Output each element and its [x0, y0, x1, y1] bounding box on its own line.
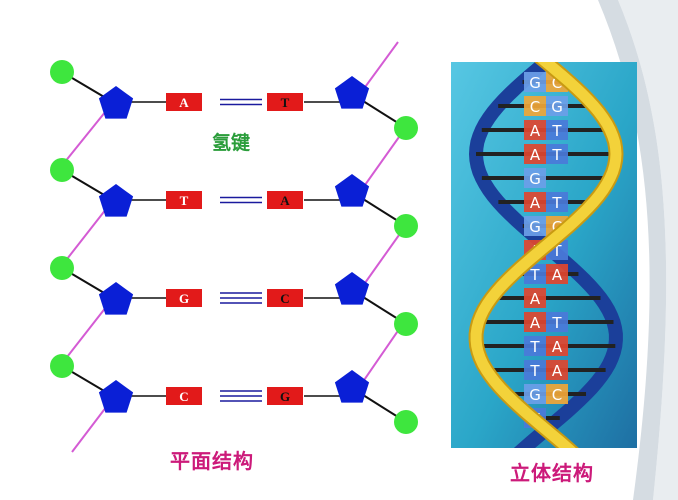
helix-base-letter: G	[551, 98, 563, 116]
base-right-box	[267, 289, 303, 307]
left-backbone-strand	[71, 401, 111, 453]
phosphate-right	[394, 410, 418, 434]
helix-base-letter: T	[551, 194, 562, 212]
base-right-box	[267, 387, 303, 405]
left-backbone-strand	[59, 105, 111, 169]
helix-base-block	[524, 192, 546, 212]
helix-base-letter: A	[530, 314, 541, 332]
helix-base-block	[546, 192, 568, 212]
phosphate-left	[50, 158, 74, 182]
helix-base-letter: C	[552, 386, 562, 404]
helix-base-letter: T	[551, 314, 562, 332]
helix-base-block	[546, 144, 568, 164]
helix-base-letter: T	[529, 338, 540, 356]
left-backbone-strand	[59, 301, 111, 367]
helix-base-block	[546, 312, 568, 332]
helix-base-letter: G	[529, 74, 541, 92]
helix-base-letter: G	[529, 386, 541, 404]
helix-base-block	[524, 168, 546, 188]
right-backbone-strand	[359, 321, 405, 387]
helix-base-block	[524, 288, 546, 308]
phosphate-right	[394, 312, 418, 336]
helix-base-letter: T	[551, 122, 562, 140]
base-left-box	[166, 93, 202, 111]
helix-base-block	[524, 384, 546, 404]
helix-base-letter: A	[552, 266, 563, 284]
base-right-letter: T	[281, 95, 290, 110]
deoxyribose-left	[98, 380, 134, 413]
deoxyribose-right	[334, 174, 370, 207]
base-right-box	[267, 93, 303, 111]
deoxyribose-right	[334, 76, 370, 109]
helix-base-block	[546, 120, 568, 140]
base-right-box	[267, 191, 303, 209]
helix-base-block	[524, 120, 546, 140]
hydrogen-bond-label: 氢键	[212, 132, 251, 154]
helix-base-letter: C	[530, 98, 540, 116]
helix-base-block	[524, 336, 546, 356]
base-left-letter: C	[179, 389, 188, 404]
phosphate-left	[50, 354, 74, 378]
helix-base-block	[524, 312, 546, 332]
deoxyribose-left	[98, 184, 134, 217]
flat-dna-diagram: A T T A G C C G	[50, 41, 418, 453]
base-left-letter: G	[179, 291, 189, 306]
helix-base-block	[524, 72, 546, 92]
helix-base-letter: A	[530, 122, 541, 140]
helix-base-letter: A	[530, 146, 541, 164]
deoxyribose-right	[334, 370, 370, 403]
helix-base-block	[524, 216, 546, 236]
helix-base-block	[546, 264, 568, 284]
helix-base-block	[546, 360, 568, 380]
helix-base-letter: C	[552, 74, 562, 92]
helix-base-block	[524, 144, 546, 164]
corner-decoration	[598, 0, 678, 500]
right-backbone-strand	[359, 227, 405, 291]
helix-base-block	[546, 336, 568, 356]
base-left-box	[166, 387, 202, 405]
base-right-letter: G	[280, 389, 290, 404]
helix-base-block	[524, 96, 546, 116]
helix-base-letter: A	[552, 338, 563, 356]
right-backbone-strand	[359, 129, 405, 193]
base-left-letter: A	[179, 95, 189, 110]
phosphate-left	[50, 256, 74, 280]
base-right-letter: C	[280, 291, 289, 306]
helix-base-letter: A	[552, 362, 563, 380]
phosphate-left	[50, 60, 74, 84]
helix-base-letter: G	[529, 218, 541, 236]
left-backbone-strand	[59, 203, 111, 269]
helix-base-letter: T	[529, 362, 540, 380]
planar-structure-label: 平面结构	[170, 449, 254, 473]
helix-base-block	[546, 384, 568, 404]
right-backbone-strand	[359, 41, 399, 95]
helix-front-strand	[470, 62, 622, 448]
helix-base-letter: A	[530, 194, 541, 212]
phosphate-right	[394, 214, 418, 238]
helix-base-letter: T	[551, 242, 562, 260]
base-right-letter: A	[280, 193, 290, 208]
deoxyribose-left	[98, 86, 134, 119]
helix-base-letter: G	[529, 170, 541, 188]
deoxyribose-left	[98, 282, 134, 315]
helix-base-block	[546, 96, 568, 116]
deoxyribose-right	[334, 272, 370, 305]
base-left-box	[166, 289, 202, 307]
helix-base-block	[524, 360, 546, 380]
base-left-letter: T	[180, 193, 189, 208]
3d-structure-label: 立体结构	[510, 461, 594, 485]
base-left-box	[166, 191, 202, 209]
helix-base-letter: T	[551, 146, 562, 164]
phosphate-right	[394, 116, 418, 140]
helix-base-letter: T	[529, 266, 540, 284]
helix-base-letter: A	[530, 290, 541, 308]
